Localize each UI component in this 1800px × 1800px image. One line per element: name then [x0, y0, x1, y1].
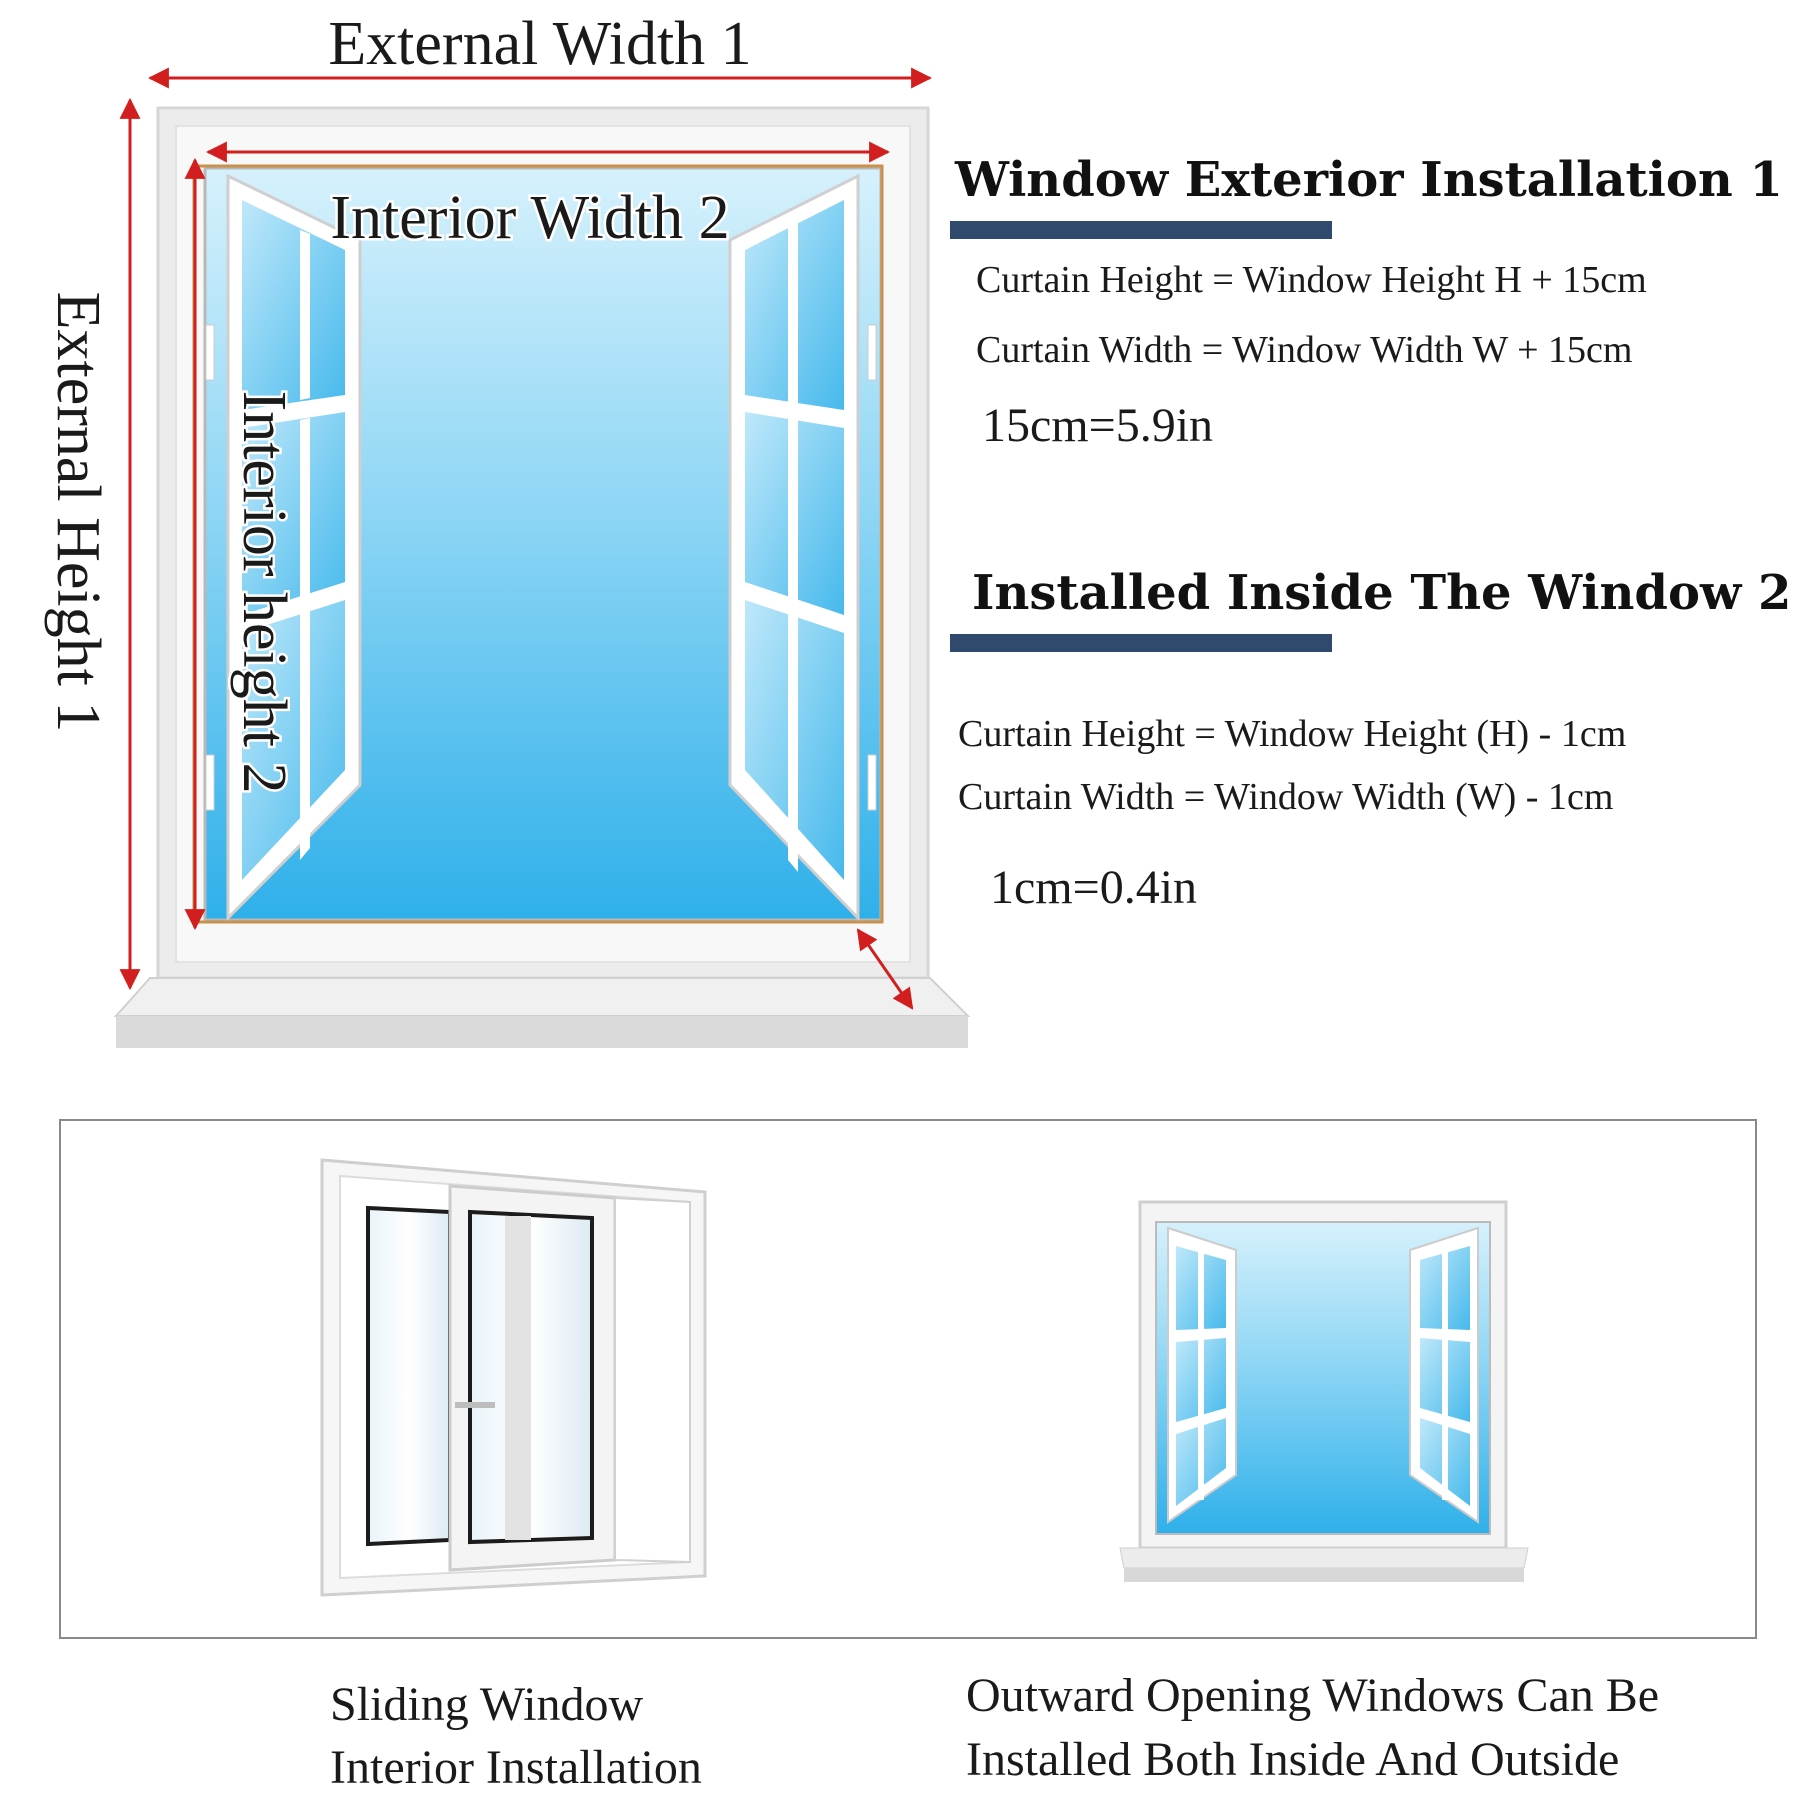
inside-installation-section: Installed Inside The Window 2 Curtain He…: [950, 565, 1791, 914]
exterior-installation-section: Window Exterior Installation 1 Curtain H…: [950, 152, 1783, 452]
sliding-window-illustration: [320, 1158, 707, 1597]
external-width-label: External Width 1: [328, 10, 751, 78]
outward-window-caption-line2: Installed Both Inside And Outside: [966, 1733, 1619, 1786]
inside-curtain-height-formula: Curtain Height = Window Height (H) - 1cm: [958, 713, 1626, 755]
sill-depth-arrow: [856, 928, 914, 1010]
exterior-installation-heading: Window Exterior Installation 1: [954, 152, 1783, 208]
main-window-illustration: [113, 106, 971, 1048]
inside-conversion: 1cm=0.4in: [990, 861, 1197, 914]
dimension-arrows: [119, 67, 933, 1010]
left-open-sash: [226, 173, 362, 922]
sliding-window-caption-line1: Sliding Window: [330, 1678, 644, 1731]
sliding-window-caption-line2: Interior Installation: [330, 1741, 702, 1794]
exterior-curtain-height-formula: Curtain Height = Window Height H + 15cm: [976, 259, 1647, 301]
inside-heading-bar: [950, 634, 1332, 652]
right-open-sash: [728, 173, 860, 922]
inside-curtain-width-formula: Curtain Width = Window Width (W) - 1cm: [958, 776, 1613, 818]
outward-window-caption-line1: Outward Opening Windows Can Be: [966, 1669, 1659, 1722]
interior-height-label: Interior height 2: [230, 391, 298, 794]
external-height-label: External Height 1: [44, 292, 112, 733]
exterior-heading-bar: [950, 221, 1332, 239]
exterior-curtain-width-formula: Curtain Width = Window Width W + 15cm: [976, 329, 1632, 371]
outward-window-illustration: [1119, 1200, 1529, 1582]
exterior-conversion: 15cm=5.9in: [982, 399, 1213, 452]
interior-width-label: Interior Width 2: [330, 184, 729, 252]
inside-installation-heading: Installed Inside The Window 2: [972, 565, 1791, 621]
